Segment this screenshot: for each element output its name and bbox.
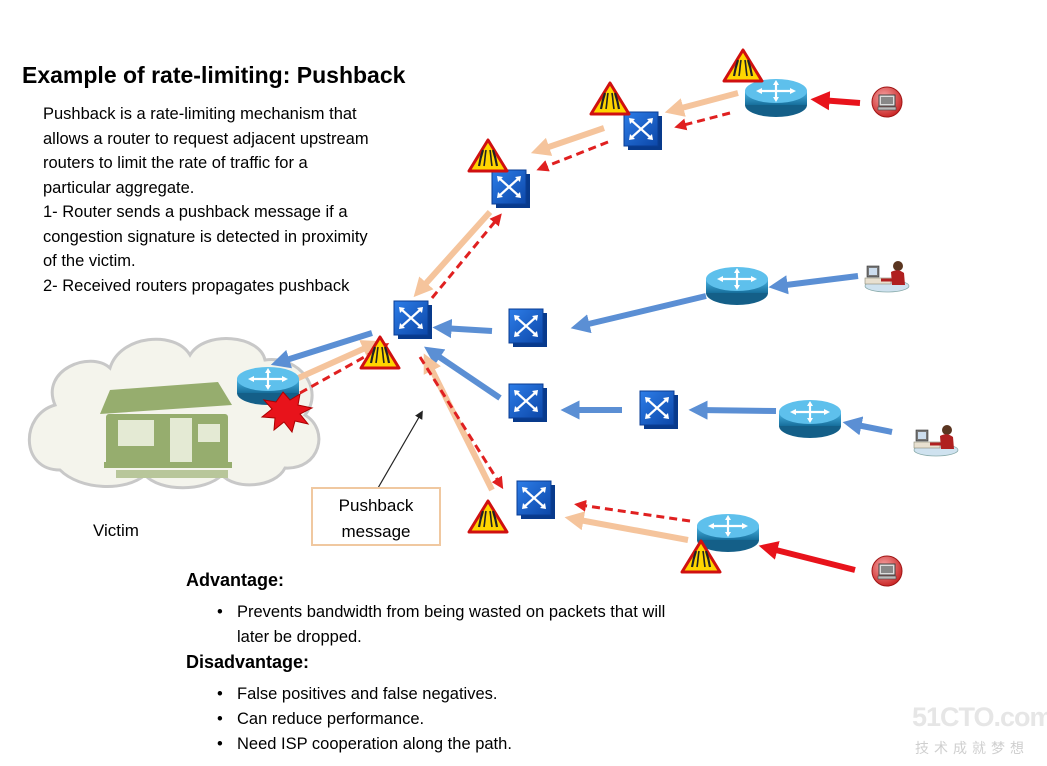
- arrow-attacker1-to-router: [810, 91, 861, 111]
- intro-line: allows a router to request adjacent upst…: [43, 129, 369, 148]
- switch-icon: [507, 307, 549, 349]
- warning-icon: [467, 138, 509, 173]
- list-item: False positives and false negatives.: [215, 682, 512, 707]
- switch-icon: [490, 168, 532, 210]
- list-item: Prevents bandwidth from being wasted on …: [215, 600, 665, 625]
- intro-line: 1- Router sends a pushback message if a: [43, 203, 348, 221]
- arrow-bottom-router-to-switch: [564, 511, 689, 543]
- router-icon: [743, 77, 809, 119]
- router-icon: [704, 265, 770, 307]
- pushback-box-line: Pushback: [338, 496, 414, 515]
- page-title: Example of rate-limiting: Pushback: [22, 62, 406, 88]
- dash-top-to-router: [674, 111, 731, 131]
- arrow-router-to-switch-mid: [570, 293, 707, 334]
- core-switch-icon: [392, 299, 434, 341]
- warning-icon: [722, 48, 764, 83]
- user-workstation-icon: [912, 423, 960, 458]
- list-item: Can reduce performance.: [215, 707, 512, 732]
- switch-icon: [515, 479, 557, 521]
- dash-switch-to-switch: [536, 140, 609, 172]
- intro-line: of the victim.: [43, 252, 136, 270]
- pushback-box-line: message: [341, 522, 411, 541]
- arrow-core-to-bottom-switch: [423, 353, 495, 492]
- intro-line: routers to limit the rate of traffic for…: [43, 154, 308, 172]
- arrow-core-to-victim: [270, 330, 373, 369]
- arrow-core-to-victim-peach: [283, 340, 381, 387]
- dash-core-to-top-switch: [430, 213, 502, 299]
- advantage-list: Prevents bandwidth from being wasted on …: [215, 600, 665, 649]
- attack-traffic-arrows: [758, 91, 861, 573]
- rate-limited-traffic-arrows: [283, 90, 739, 543]
- arrow-top-router-to-switch: [664, 90, 739, 117]
- intro-line: 2- Received routers propagates pushback: [43, 276, 350, 295]
- arrow-user1-to-router: [768, 273, 859, 295]
- switch-icon: [622, 110, 664, 152]
- watermark-brand: 51CTO.com: [912, 702, 1047, 732]
- disadvantage-list: False positives and false negatives. Can…: [215, 682, 512, 757]
- intro-line: congestion signature is detected in prox…: [43, 227, 368, 246]
- dash-bottom-router-to-switch: [574, 499, 691, 523]
- warning-icon: [467, 499, 509, 534]
- list-item: Need ISP cooperation along the path.: [215, 732, 512, 757]
- switch-icon: [507, 382, 549, 424]
- pushback-message-box: Pushback message: [311, 487, 441, 546]
- intro-line: particular aggregate.: [43, 178, 195, 197]
- list-item-continuation: later be dropped.: [237, 627, 362, 646]
- intro-line: Pushback is a rate-limiting mechanism th…: [43, 105, 357, 123]
- arrow-switch-to-core-top: [413, 209, 493, 298]
- arrow-switch-to-switch-top: [530, 125, 605, 156]
- pushback-label-pointer: [377, 410, 423, 489]
- arrow-switch-mid-to-core: [432, 318, 493, 339]
- warning-icon: [359, 335, 401, 370]
- arrow-router-to-switch: [688, 400, 777, 420]
- victim-label: Victim: [93, 521, 139, 540]
- arrow-switch-to-core: [424, 346, 502, 401]
- legit-traffic-arrows: [270, 273, 893, 436]
- intro-paragraph: Pushback is a rate-limiting mechanism th…: [43, 102, 433, 298]
- switch-icon: [638, 389, 680, 431]
- watermark-tagline: 技术成就梦想: [915, 740, 1029, 756]
- attacker-icon: [871, 555, 903, 587]
- router-icon: [695, 512, 761, 554]
- router-icon: [777, 398, 843, 440]
- advantage-heading: Advantage:: [186, 570, 285, 590]
- arrow-attacker2-to-router: [758, 541, 856, 573]
- attacker-icon: [871, 86, 903, 118]
- disadvantage-heading: Disadvantage:: [186, 652, 310, 672]
- storefront-icon: [100, 382, 232, 478]
- arrow-user2-to-router: [842, 416, 893, 436]
- explosion-icon: [260, 391, 314, 434]
- warning-icon: [589, 81, 631, 116]
- user-workstation-icon: [863, 259, 911, 294]
